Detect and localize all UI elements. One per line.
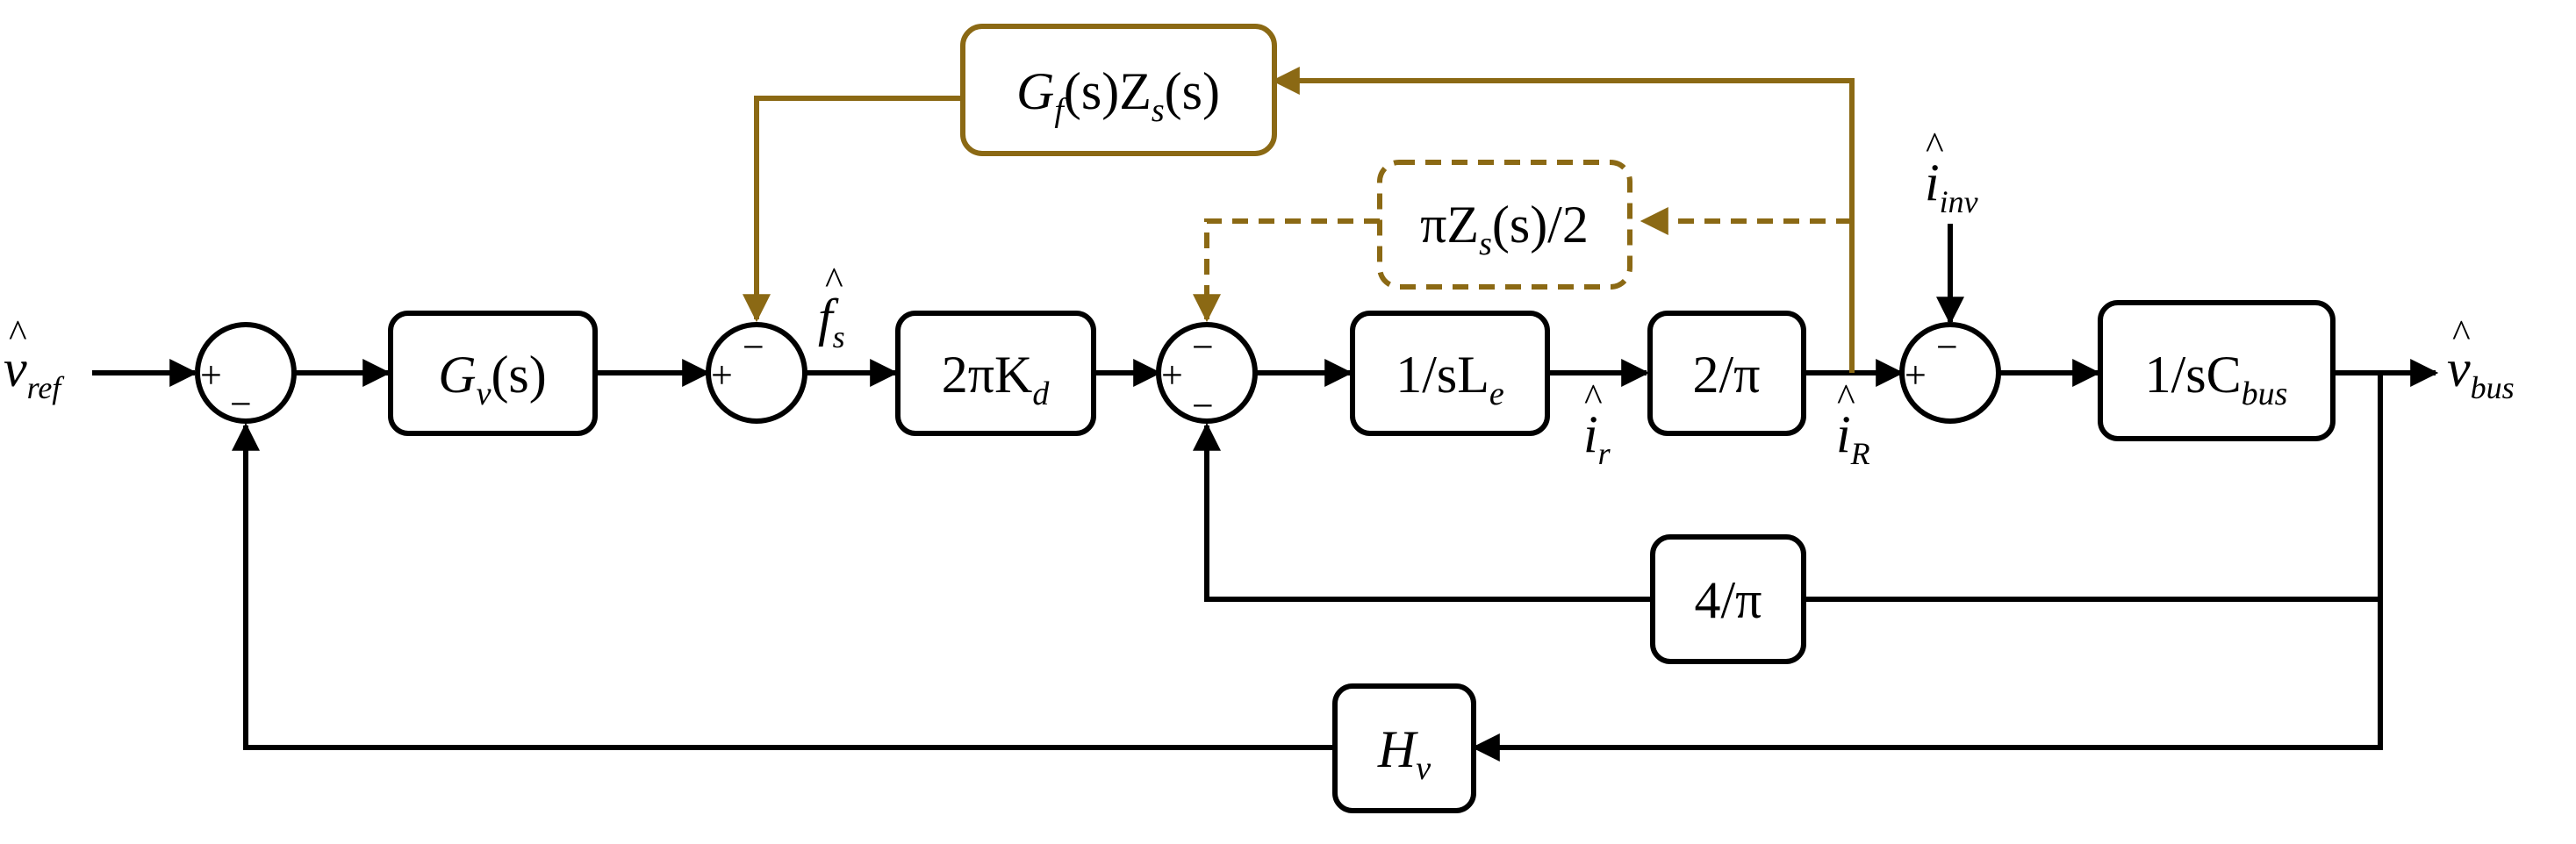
summing-junctions (195, 322, 2001, 424)
block-cbus (2098, 300, 2336, 441)
signal-iinv: iinv (1925, 154, 1978, 219)
wire-iR-gfzs (1271, 67, 1855, 373)
iinv-sub: inv (1940, 184, 1978, 219)
label-2pi: 2/π (1693, 346, 1761, 404)
pizs-p1: πZ (1420, 196, 1479, 254)
pizs-p2: (s)/2 (1492, 196, 1589, 254)
pizs-sub1: s (1479, 225, 1492, 262)
feedback-pizs (1193, 207, 1852, 323)
label-kd: 2πKd (942, 346, 1051, 412)
vbus-hat: ^ (2452, 312, 2471, 355)
wire-pizs-sum3 (1193, 218, 1380, 323)
forward-path (92, 224, 2439, 387)
label-pizs: πZs(s)/2 (1420, 196, 1589, 262)
sign-minus-2: − (743, 325, 764, 368)
block-pizs (1377, 160, 1632, 290)
signal-vref: vref (4, 340, 65, 405)
sign-plus-4: + (1905, 354, 1927, 397)
sum-junction-2 (706, 322, 807, 424)
hv-pre: H (1377, 720, 1419, 778)
block-labels: Gv(s) 2πKd 1/sLe 2/π 1/sCbus 4/π Hv Gf(s… (438, 62, 2287, 787)
fs-sub: s (833, 319, 845, 354)
gfzs-p3: (s) (1165, 62, 1220, 120)
fs-hat: ^ (825, 260, 843, 303)
iR-base: i (1836, 405, 1851, 463)
junction-signs: + − + − + − − + − (200, 325, 1958, 427)
gfzs-p2: (s)Z (1064, 62, 1152, 120)
ir-sub: r (1598, 436, 1611, 471)
signal-vbus: vbus (2447, 340, 2515, 405)
cbus-sub: bus (2242, 376, 2288, 412)
signal-ir: ir (1583, 405, 1611, 471)
le-pre: 1/sL (1396, 346, 1489, 404)
gfzs-sub2: s (1152, 92, 1165, 129)
hv-sub: v (1416, 750, 1431, 787)
block-gv (388, 311, 598, 436)
block-4pi (1650, 534, 1806, 664)
ir-base: i (1583, 405, 1598, 463)
signal-iR: iR (1836, 405, 1870, 471)
wire-hv-sum1 (232, 422, 1335, 750)
feedforward-gfzs (743, 67, 1855, 373)
vbus-sub: bus (2471, 370, 2515, 405)
feedback-paths (232, 373, 2383, 762)
label-gv: Gv(s) (438, 346, 547, 412)
sign-minus-4: − (1936, 325, 1958, 368)
iR-sub: R (1850, 436, 1870, 471)
sign-plus-1: + (200, 354, 222, 397)
iinv-base: i (1925, 154, 1940, 211)
gv-post: (s) (491, 346, 546, 404)
wire-gfzs-sum2 (743, 96, 963, 323)
sign-minus-3b: − (1192, 384, 1214, 427)
blocks (388, 300, 2336, 813)
signal-labels: vref ^ fs ^ ir ^ iR ^ iinv ^ vbus ^ (4, 125, 2515, 471)
gv-sub: v (477, 376, 492, 412)
le-sub: e (1489, 376, 1504, 412)
sign-plus-2: + (711, 354, 733, 397)
block-gfzs (960, 24, 1277, 156)
sum-junction-4 (1899, 322, 2001, 424)
vref-sub: ref (27, 370, 66, 405)
block-2pi (1647, 311, 1806, 436)
ir-hat: ^ (1584, 376, 1603, 419)
block-kd (895, 311, 1096, 436)
label-hv: Hv (1377, 720, 1431, 787)
wire-4pi-sum3 (1193, 422, 1653, 602)
sign-minus-3a: − (1192, 325, 1214, 368)
sign-plus-3: + (1161, 354, 1183, 397)
vref-hat: ^ (9, 312, 27, 355)
gv-pre: G (438, 346, 476, 404)
sum-junction-3 (1156, 322, 1258, 424)
gfzs-p1: G (1016, 62, 1054, 120)
block-hv (1332, 683, 1476, 813)
sum-junction-1 (195, 322, 297, 424)
kd-sub: d (1032, 376, 1050, 412)
wire-vbus-hv (1471, 599, 2383, 762)
cbus-pre: 1/sC (2145, 346, 2242, 404)
block-le (1350, 311, 1550, 436)
label-cbus: 1/sCbus (2145, 346, 2288, 412)
sign-minus-1: − (230, 383, 252, 426)
label-4pi: 4/π (1695, 571, 1762, 629)
label-le: 1/sLe (1396, 346, 1504, 412)
iinv-hat: ^ (1926, 125, 1944, 168)
label-gfzs: Gf(s)Zs(s) (1016, 62, 1220, 129)
vbus-base: v (2447, 340, 2471, 397)
kd-pre: 2πK (942, 346, 1033, 404)
vref-base: v (4, 340, 27, 397)
iR-hat: ^ (1837, 376, 1855, 419)
